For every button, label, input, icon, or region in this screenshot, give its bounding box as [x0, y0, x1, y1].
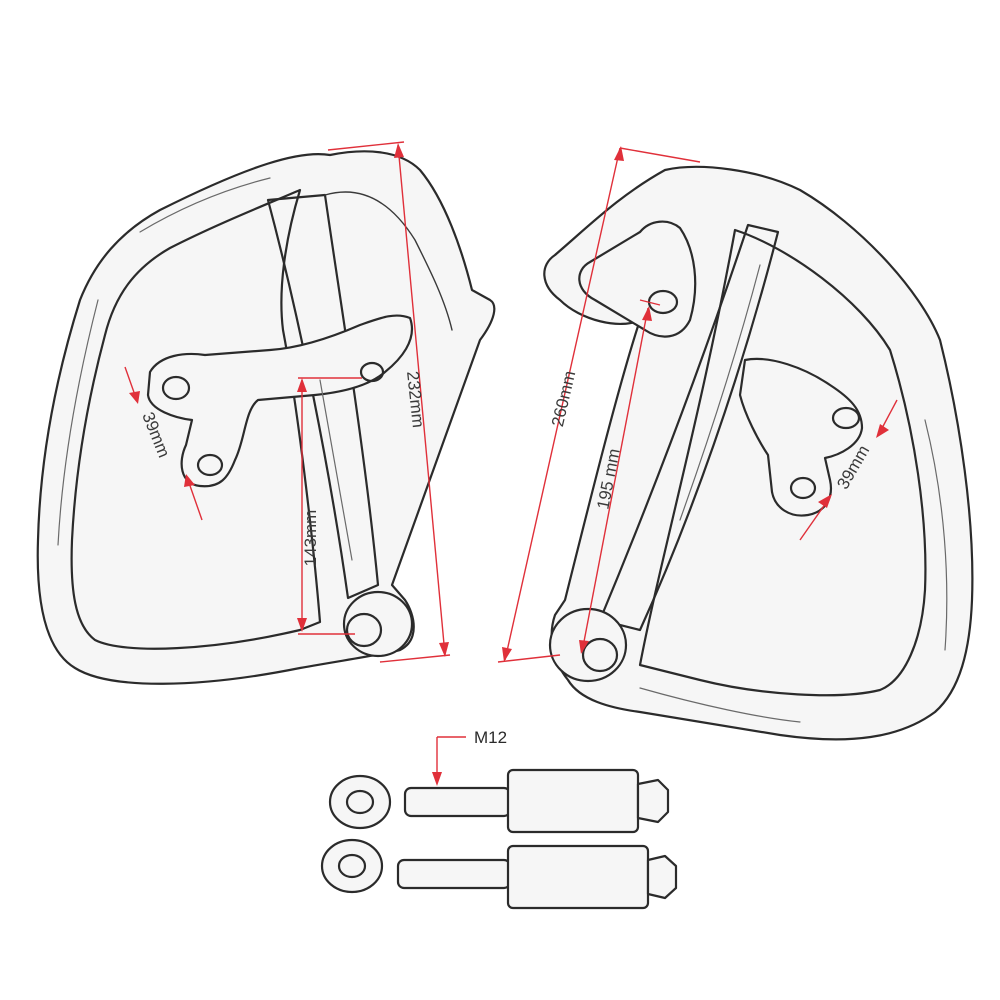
left-plate-hole-bottom [196, 453, 224, 477]
left-crash-bar [36, 150, 496, 685]
right-bar-inner-opening [638, 228, 927, 697]
right-bar-mount-plate [738, 357, 864, 517]
washer-bottom-inner [337, 853, 367, 879]
spacer-top [506, 768, 640, 834]
left-bar-top-rail [324, 191, 453, 331]
mounting-hardware [320, 768, 678, 910]
bolt-thread-label: M12 [474, 728, 507, 747]
right-bar-strut [598, 223, 780, 632]
right-crash-bar [543, 165, 974, 741]
right-plate-hole-bottom [789, 476, 817, 500]
left-bar-mount-plate [146, 314, 413, 488]
left-bar-tube-highlight [319, 379, 353, 561]
left-plate-hole-right [359, 361, 385, 383]
left-bar-outer-tube [36, 150, 496, 685]
right-bar-bushing-inner [581, 637, 619, 673]
right-bar-tube-highlight [924, 419, 948, 651]
bolt-bottom-head [646, 854, 678, 900]
left-bar-bushing-outer [342, 590, 414, 658]
bolt-top-head [636, 778, 670, 824]
left-bar-tube-highlight [139, 177, 271, 233]
left-bar-strut [266, 193, 380, 600]
right-bar-tube-highlight [639, 687, 801, 723]
right-bar-upper-tab [578, 220, 697, 338]
left-bar-tube-highlight [57, 299, 99, 546]
washer-top-inner [345, 789, 375, 815]
right-total-height-label: 260mm [548, 369, 579, 429]
left-plate-hole-top [161, 375, 191, 401]
washer-bottom-outer [320, 838, 384, 894]
right-bar-tube-highlight [679, 264, 761, 521]
left-mount-height-label: 143mm [301, 510, 320, 567]
dimension-annotations [124, 141, 898, 786]
spacer-bottom [506, 844, 650, 910]
bolt-top-thread [403, 786, 512, 818]
left-bar-bushing-inner [345, 612, 383, 648]
washer-top-outer [328, 774, 392, 830]
right-plate-hole-top [831, 406, 861, 430]
bolt-bottom-thread [396, 858, 512, 890]
